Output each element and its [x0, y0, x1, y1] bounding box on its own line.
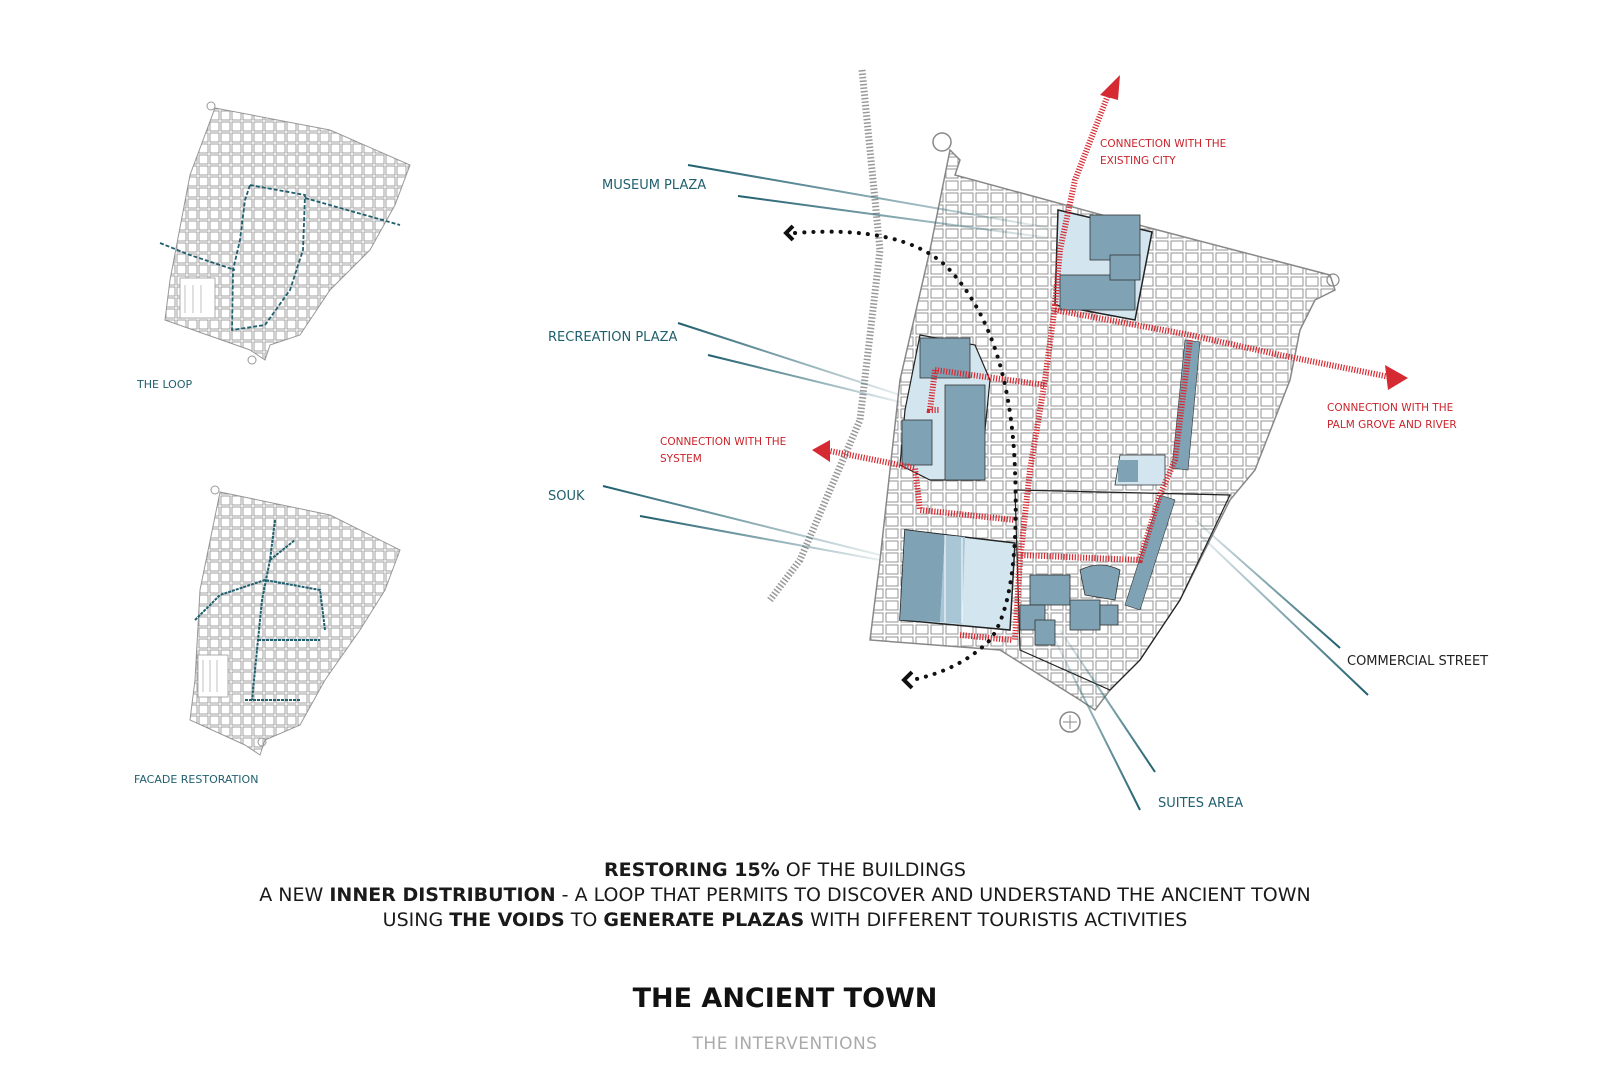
railway-line [767, 69, 884, 603]
arrow-existing-city [1100, 75, 1120, 100]
caption-line-3: USING THE VOIDS TO GENERATE PLAZAS WITH … [0, 908, 1570, 933]
the-loop-label: THE LOOP [137, 378, 193, 391]
caption-text: OF THE BUILDINGS [779, 859, 966, 881]
connection-arrows [812, 75, 1408, 462]
souk-label: SOUK [548, 489, 585, 504]
caption-bold-restoring: RESTORING 15% [604, 859, 780, 881]
facade-restoration-label: FACADE RESTORATION [134, 773, 259, 786]
caption-text: - A LOOP THAT PERMITS TO DISCOVER AND UN… [555, 884, 1311, 906]
connection-lines [824, 88, 1396, 643]
connection-system-line1: CONNECTION WITH THE [660, 436, 787, 448]
loop-path [783, 224, 1018, 690]
museum-plaza-label: MUSEUM PLAZA [602, 178, 707, 193]
arrow-palm-grove [1385, 365, 1408, 390]
suites-area-label: SUITES AREA [1158, 796, 1244, 811]
connection-existing-city-label: CONNECTION WITH THE EXISTING CITY [1100, 136, 1226, 170]
connection-system-line2: SYSTEM [660, 453, 702, 465]
facade-small-map [189, 485, 401, 756]
connection-palm-grove-label: CONNECTION WITH THE PALM GROVE AND RIVER [1327, 400, 1457, 434]
leader-lines [602, 164, 1369, 811]
commercial-street-label: COMMERCIAL STREET [1347, 654, 1489, 669]
caption-text: A NEW [259, 884, 330, 906]
arrow-system [812, 440, 830, 462]
recreation-plaza-label: RECREATION PLAZA [548, 330, 678, 345]
caption-bold-generate-plazas: GENERATE PLAZAS [603, 909, 805, 931]
souk-block [899, 529, 1016, 631]
caption-line-1: RESTORING 15% OF THE BUILDINGS [0, 858, 1570, 883]
caption-text: TO [564, 909, 604, 931]
caption-bold-inner-distribution: INNER DISTRIBUTION [329, 884, 556, 906]
museum-plaza-block [1054, 209, 1153, 321]
caption-line-2: A NEW INNER DISTRIBUTION - A LOOP THAT P… [0, 883, 1570, 908]
caption-bold-voids: THE VOIDS [449, 909, 565, 931]
page-subtitle: THE INTERVENTIONS [692, 1034, 878, 1054]
suites-blocks [1019, 454, 1166, 646]
page-title: THE ANCIENT TOWN [632, 983, 938, 1014]
caption-text: WITH DIFFERENT TOURISTIS ACTIVITIES [804, 909, 1188, 931]
connection-system-label: CONNECTION WITH THE SYSTEM [660, 434, 786, 468]
connection-existing-line1: CONNECTION WITH THE [1100, 138, 1227, 150]
connection-palm-line2: PALM GROVE AND RIVER [1327, 419, 1457, 431]
connection-palm-line1: CONNECTION WITH THE [1327, 402, 1454, 414]
connection-existing-line2: EXISTING CITY [1100, 155, 1176, 167]
caption-text: USING [382, 909, 450, 931]
loop-small-map [159, 101, 411, 365]
recreation-plaza-block [899, 334, 991, 481]
